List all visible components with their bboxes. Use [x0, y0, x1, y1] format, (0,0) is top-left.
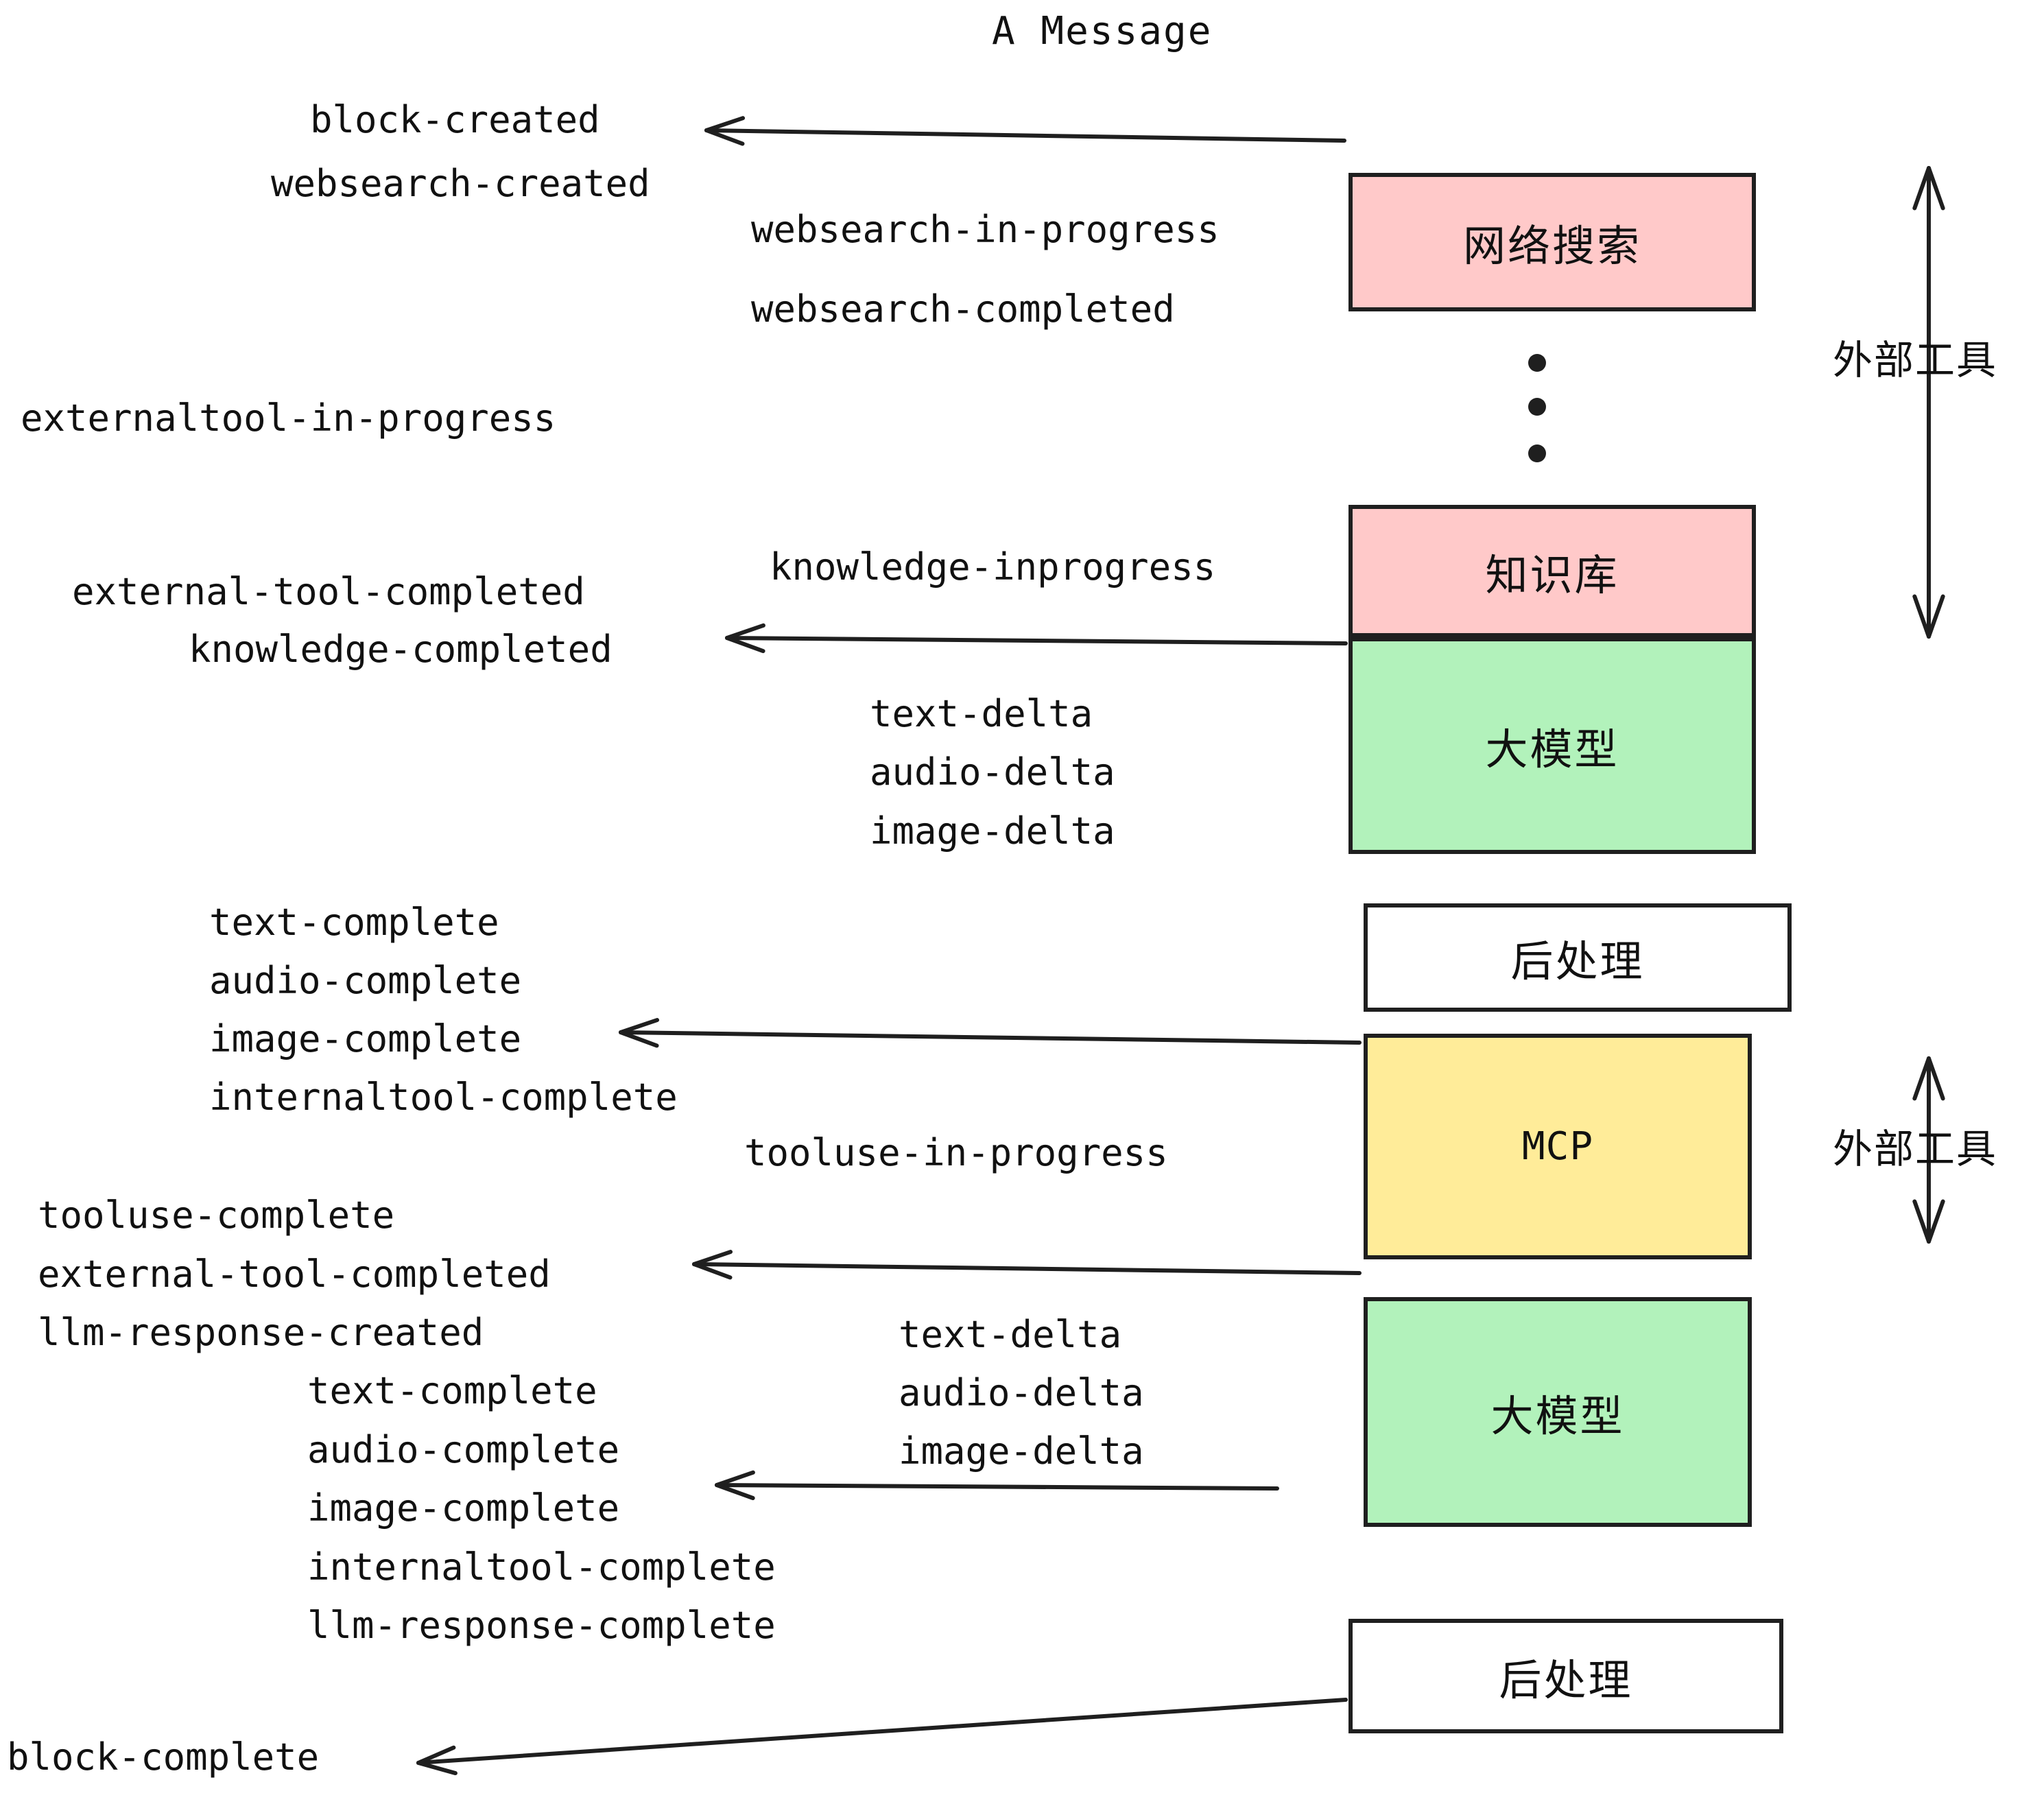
node-postprocess-1: 后处理 [1364, 903, 1792, 1012]
block-complete-arrow [416, 1698, 1348, 1765]
node-mcp: MCP [1364, 1034, 1752, 1259]
event-label: websearch-completed [751, 287, 1175, 331]
event-label: audio-complete [307, 1428, 620, 1471]
event-label: audio-complete [209, 959, 522, 1002]
event-label: block-complete [7, 1735, 320, 1779]
event-label: image-complete [307, 1486, 620, 1530]
block-created-arrow [704, 128, 1346, 143]
node-llm-1: 大模型 [1348, 637, 1756, 854]
ellipsis-dot [1528, 398, 1546, 416]
ellipsis-dot [1528, 444, 1546, 462]
event-label: text-complete [209, 901, 499, 944]
knowledge-completed-arrow [725, 636, 1348, 645]
node-knowledge: 知识库 [1348, 505, 1756, 637]
event-label: internaltool-complete [307, 1545, 776, 1589]
event-label: external-tool-completed [72, 570, 585, 613]
node-websearch: 网络搜索 [1348, 173, 1756, 311]
event-label: knowledge-inprogress [770, 545, 1216, 589]
event-label: llm-response-created [38, 1311, 484, 1354]
event-label: external-tool-completed [38, 1253, 551, 1296]
side-label-external-tool-top: 外部工具 [1833, 337, 1998, 383]
event-label: externaltool-in-progress [21, 396, 556, 440]
tooluse-complete-arrow [692, 1262, 1362, 1275]
event-label: image-complete [209, 1017, 522, 1060]
event-label: audio-delta [899, 1371, 1144, 1414]
event-label: tooluse-complete [38, 1194, 395, 1237]
event-label: text-delta [899, 1313, 1122, 1356]
audio-complete-arrow [715, 1483, 1279, 1491]
event-label: llm-response-complete [307, 1604, 776, 1647]
event-label: block-created [310, 98, 600, 141]
event-label: image-delta [870, 809, 1115, 853]
node-llm-2: 大模型 [1364, 1297, 1752, 1527]
event-label: tooluse-in-progress [744, 1131, 1168, 1174]
event-label: websearch-in-progress [751, 208, 1220, 251]
side-label-external-tool-bottom: 外部工具 [1833, 1126, 1998, 1172]
node-postprocess-2: 后处理 [1348, 1619, 1783, 1733]
event-label: knowledge-completed [189, 628, 613, 671]
diagram-title: A Message [992, 9, 1213, 54]
ellipsis-dot [1528, 354, 1546, 372]
event-label: image-delta [899, 1429, 1144, 1473]
image-complete-arrow [619, 1030, 1362, 1045]
event-label: audio-delta [870, 750, 1115, 794]
event-label: internaltool-complete [209, 1076, 678, 1119]
event-label: websearch-created [271, 162, 650, 205]
event-label: text-complete [307, 1369, 597, 1412]
event-label: text-delta [870, 692, 1093, 735]
